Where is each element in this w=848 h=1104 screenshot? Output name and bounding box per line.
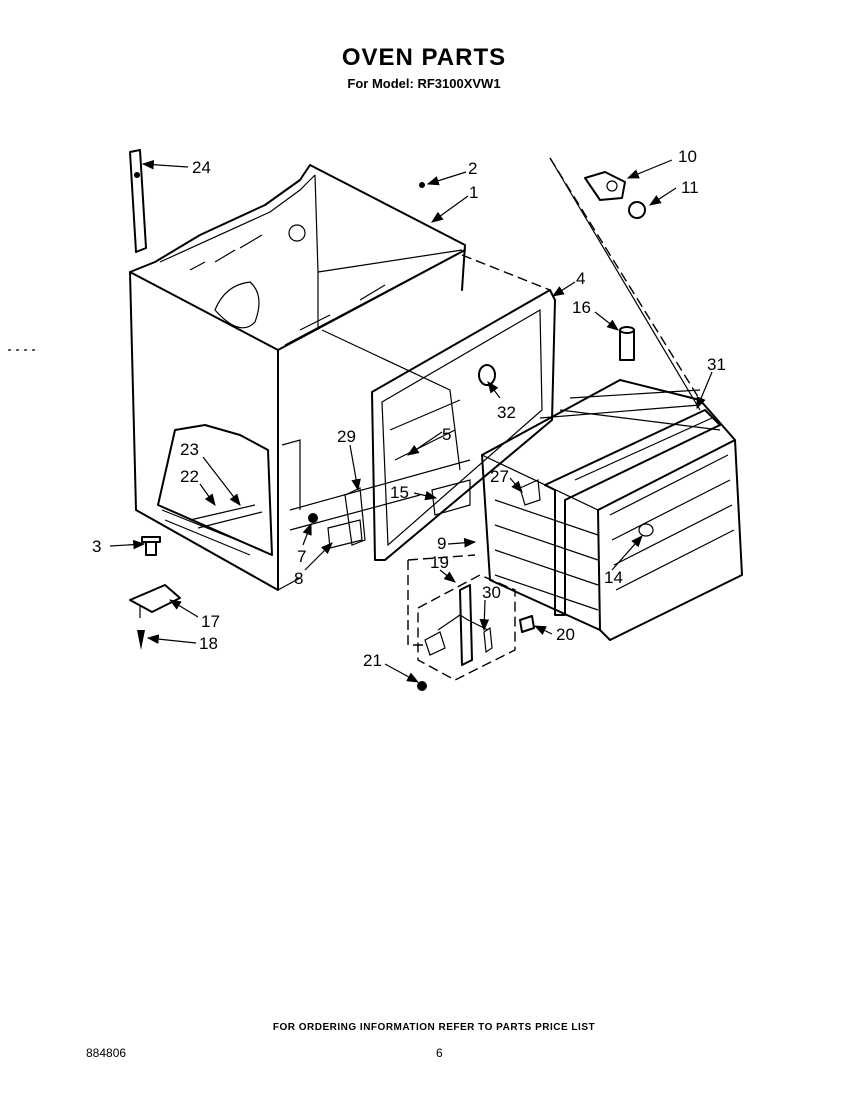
callout-18: 18 — [199, 634, 218, 653]
part-3-leveling-foot — [141, 536, 161, 556]
part-24-side-strip — [129, 149, 147, 253]
part-32-plug — [478, 364, 496, 386]
part-16-cylinder — [619, 326, 635, 361]
callout-3: 3 — [92, 537, 101, 556]
callout-32: 32 — [497, 403, 516, 422]
callout-1: 1 — [469, 183, 478, 202]
callout-21: 21 — [363, 651, 382, 670]
callout-31: 31 — [707, 355, 726, 374]
callout-15: 15 — [390, 483, 409, 502]
callout-29: 29 — [337, 427, 356, 446]
part-7-nut — [308, 513, 318, 523]
part-20-screw — [519, 615, 535, 633]
callout-19: 19 — [430, 553, 449, 572]
callout-24: 24 — [192, 158, 211, 177]
part-21-nut — [417, 681, 427, 691]
callout-27: 27 — [490, 467, 509, 486]
leader-lines — [109, 159, 713, 683]
page-number: 6 — [436, 1046, 443, 1060]
oven-cabinet — [129, 164, 471, 591]
part-15-bracket — [431, 479, 471, 516]
callout-7: 7 — [297, 547, 306, 566]
callout-16: 16 — [572, 298, 591, 317]
callout-9: 9 — [437, 534, 446, 553]
part-10-lamp-socket — [584, 171, 626, 201]
callout-5: 5 — [442, 425, 451, 444]
model-subtitle: For Model: RF3100XVW1 — [347, 76, 501, 91]
callout-14: 14 — [604, 568, 623, 587]
assembly-guide-lines — [407, 157, 701, 646]
callout-4: 4 — [576, 269, 585, 288]
part-11-lamp-bulb — [628, 201, 646, 219]
part-18-foot-screw — [137, 630, 145, 650]
page-title: OVEN PARTS — [341, 44, 507, 71]
callout-11: 11 — [681, 178, 699, 197]
callout-23: 23 — [180, 440, 199, 459]
callout-20: 20 — [556, 625, 575, 644]
callout-17: 17 — [201, 612, 220, 631]
callout-2: 2 — [468, 159, 477, 178]
callout-labels: 24 2 1 10 11 4 16 31 32 5 29 23 22 15 27… — [92, 147, 726, 670]
document-number: 884806 — [86, 1046, 127, 1060]
part-2-screw — [419, 182, 425, 188]
ordering-info-note: FOR ORDERING INFORMATION REFER TO PARTS … — [272, 1022, 596, 1033]
callout-22: 22 — [180, 467, 199, 486]
part-17-foot-bracket — [129, 584, 181, 618]
part-4-front-frame — [371, 289, 556, 561]
callout-8: 8 — [294, 569, 303, 588]
callout-10: 10 — [678, 147, 697, 166]
oven-liner — [481, 379, 743, 641]
callout-30: 30 — [482, 583, 501, 602]
